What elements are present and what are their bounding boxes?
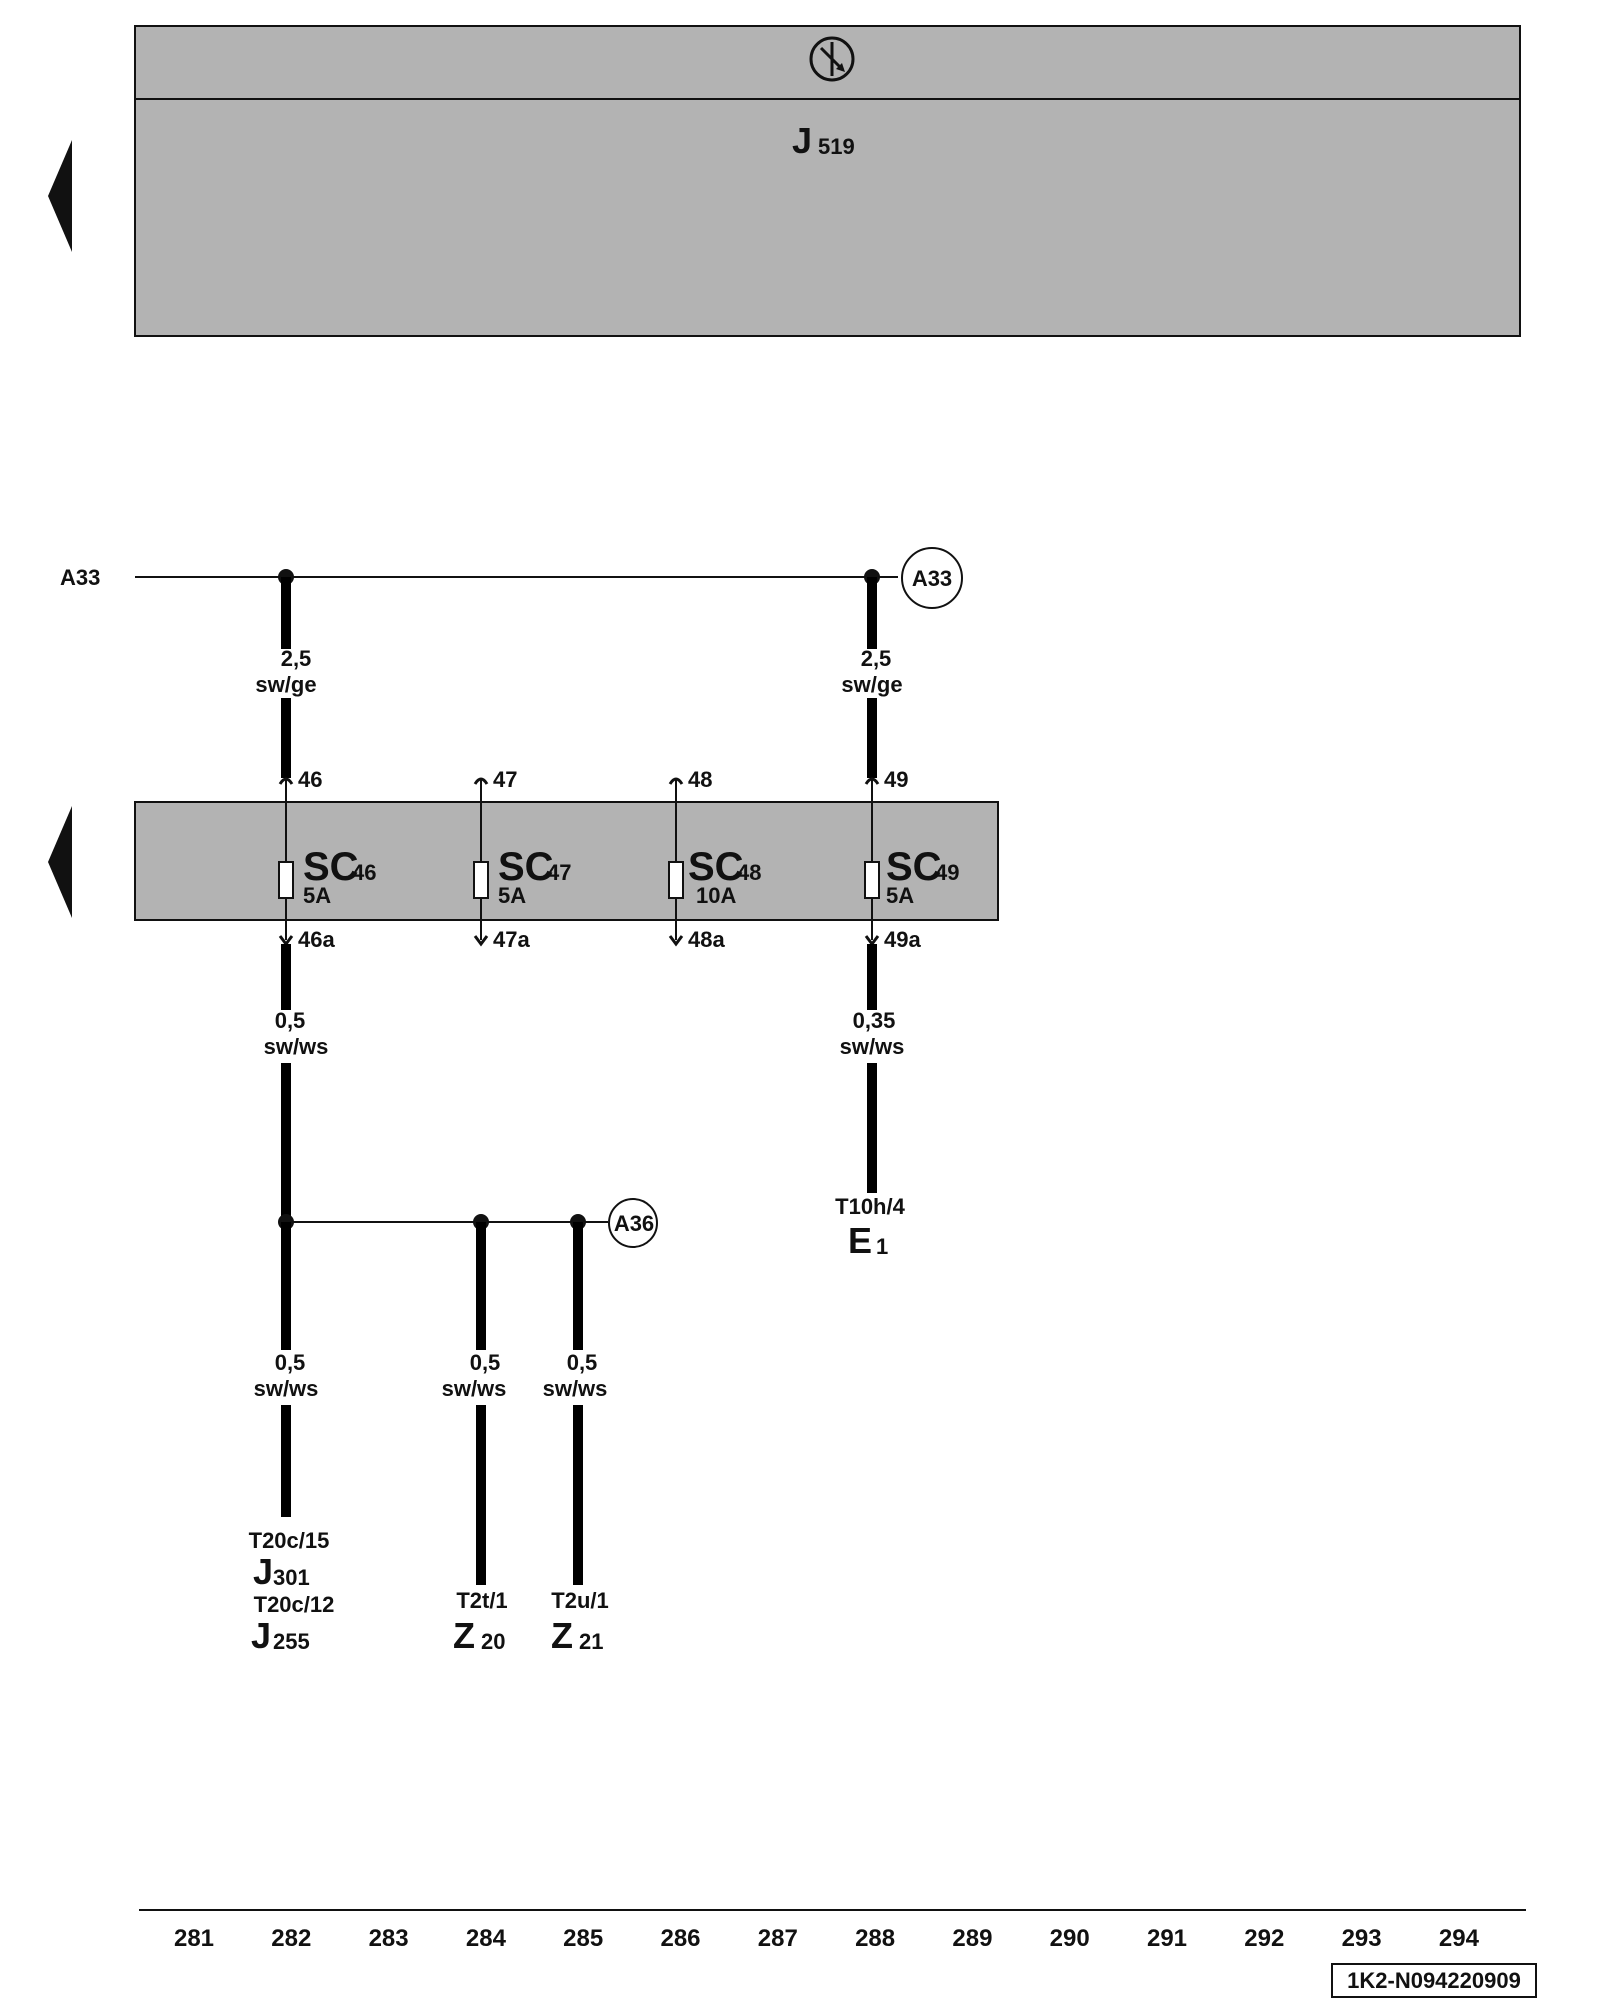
junction-terminal-a36[interactable] <box>608 1198 658 1248</box>
ground-circle-arrow-icon <box>809 36 855 82</box>
wire-gauge-label: 2,5 <box>861 646 892 671</box>
module-j519-number: 519 <box>818 134 855 159</box>
wire-segment <box>281 944 291 1010</box>
wire-color-label: sw/ws <box>840 1034 905 1059</box>
fuse-number: 47 <box>547 860 571 885</box>
fuse-sc48[interactable] <box>668 777 684 947</box>
track-number: 282 <box>271 1925 311 1952</box>
wire-segment <box>867 698 877 778</box>
wire-color-label: sw/ws <box>543 1376 608 1401</box>
module-j519-panel <box>134 25 1521 337</box>
fuse-amps: 10A <box>696 883 736 908</box>
fuse-name: SC <box>886 845 942 889</box>
fuse-name: SC <box>303 845 359 889</box>
fuse-pin-in: 47 <box>493 767 517 792</box>
wire-color-label: sw/ws <box>254 1376 319 1401</box>
e1-letter: E <box>848 1220 872 1261</box>
wire-color-label: sw/ge <box>255 672 316 697</box>
module-j519-letter: J <box>792 120 812 161</box>
fuse-sc46[interactable] <box>278 777 294 947</box>
j301-number: 301 <box>273 1565 310 1590</box>
bus-label-left: A33 <box>60 565 100 590</box>
j255-connector: T20c/12 <box>254 1592 335 1617</box>
fuse-pin-out: 46a <box>298 927 335 952</box>
track-number: 291 <box>1147 1925 1187 1952</box>
fuse-sc47[interactable] <box>473 777 489 947</box>
fuse-name: SC <box>688 845 744 889</box>
fuse-pin-in: 49 <box>884 767 908 792</box>
z21-connector: T2u/1 <box>551 1588 608 1613</box>
track-number: 286 <box>660 1925 700 1952</box>
bus-terminal-a33[interactable] <box>901 547 963 609</box>
track-numbers: 281 282 283 284 285 286 287 288 289 290 291 292 293 2… <box>174 1925 1480 1952</box>
wire-gauge-label: 2,5 <box>281 646 312 671</box>
wire-color-label: sw/ws <box>442 1376 507 1401</box>
track-number: 285 <box>563 1925 603 1952</box>
bus-label-right: A33 <box>912 566 952 591</box>
wire-segment <box>476 1405 486 1585</box>
fuse-amps: 5A <box>886 883 914 908</box>
track-number: 287 <box>758 1925 798 1952</box>
j255-letter: J <box>251 1615 271 1656</box>
wire-gauge-label: 0,5 <box>275 1350 306 1375</box>
wire-segment <box>281 577 291 649</box>
fuse-pin-out: 47a <box>493 927 530 952</box>
track-number: 293 <box>1342 1925 1382 1952</box>
junction-label: A36 <box>614 1211 654 1236</box>
fuse-number: 46 <box>352 860 376 885</box>
fuse-amps: 5A <box>498 883 526 908</box>
fuse-amps: 5A <box>303 883 331 908</box>
wire-segment <box>867 577 877 649</box>
wire-segment <box>867 944 877 1010</box>
fuse-name: SC <box>498 845 554 889</box>
track-number: 288 <box>855 1925 895 1952</box>
wire-segment <box>476 1222 486 1350</box>
j301-letter: J <box>253 1551 273 1592</box>
wire-gauge-label: 0,35 <box>853 1008 896 1033</box>
track-number: 294 <box>1439 1925 1480 1952</box>
track-number: 283 <box>369 1925 409 1952</box>
j301-connector: T20c/15 <box>249 1528 330 1553</box>
wire-segment <box>281 1405 291 1517</box>
track-number: 289 <box>952 1925 992 1952</box>
z20-connector: T2t/1 <box>456 1588 507 1613</box>
doc-code-box <box>1331 1963 1537 1998</box>
fuse-pin-out: 48a <box>688 927 725 952</box>
track-number: 292 <box>1244 1925 1284 1952</box>
fuse-number: 49 <box>935 860 959 885</box>
doc-code: 1K2-N094220909 <box>1347 1968 1521 1993</box>
z20-letter: Z <box>453 1615 475 1656</box>
z21-letter: Z <box>551 1615 573 1656</box>
wire-segment <box>281 698 291 778</box>
left-triangle-arrow-icon[interactable] <box>48 806 72 918</box>
wire-segment <box>867 1063 877 1193</box>
wire-segment <box>573 1405 583 1585</box>
z21-number: 21 <box>579 1629 603 1654</box>
wire-gauge-label: 0,5 <box>470 1350 501 1375</box>
fuse-pin-out: 49a <box>884 927 921 952</box>
fuse-number: 48 <box>737 860 761 885</box>
e1-number: 1 <box>876 1234 888 1259</box>
j255-number: 255 <box>273 1629 310 1654</box>
track-number: 281 <box>174 1925 214 1952</box>
wire-segment <box>281 1063 291 1223</box>
z20-number: 20 <box>481 1629 505 1654</box>
e1-connector: T10h/4 <box>835 1194 905 1219</box>
fuse-pin-in: 46 <box>298 767 322 792</box>
fuse-pin-in: 48 <box>688 767 712 792</box>
wire-color-label: sw/ws <box>264 1034 329 1059</box>
wire-gauge-label: 0,5 <box>275 1008 306 1033</box>
wire-gauge-label: 0,5 <box>567 1350 598 1375</box>
wire-segment <box>281 1222 291 1350</box>
left-triangle-arrow-icon[interactable] <box>48 140 72 252</box>
track-number: 290 <box>1050 1925 1090 1952</box>
wire-segment <box>573 1222 583 1350</box>
track-number: 284 <box>466 1925 507 1952</box>
wire-color-label: sw/ge <box>841 672 902 697</box>
